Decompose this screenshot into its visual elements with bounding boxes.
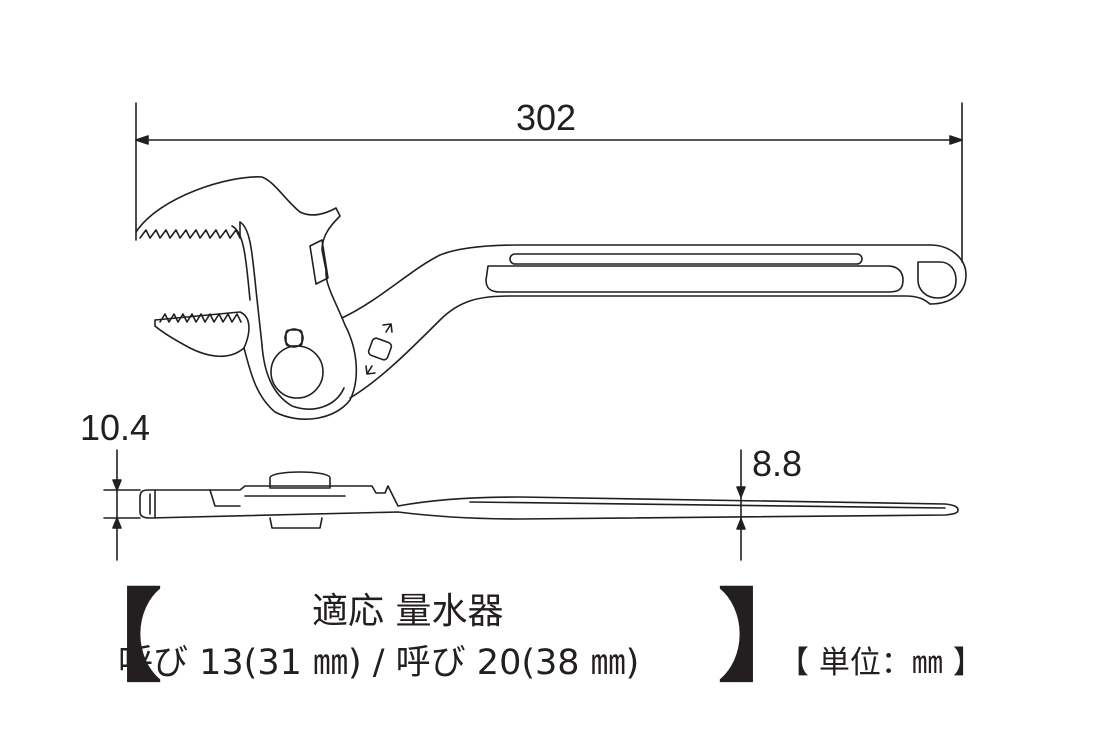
unit-note: 【 単位：㎜ 】 — [778, 645, 984, 681]
direction-arrows-icon — [365, 323, 393, 375]
upper-jaw — [135, 176, 341, 271]
jaw-body — [243, 269, 358, 420]
upper-jaw-teeth — [139, 221, 241, 239]
caption-bracket-open: 【 — [62, 579, 162, 696]
lower-jaw — [154, 311, 250, 358]
handle-neck — [341, 244, 931, 319]
hang-hole — [917, 261, 957, 299]
thickness-right-dimension — [736, 449, 746, 561]
handle-body — [929, 244, 967, 305]
caption-title: 適応 量水器 — [312, 591, 504, 632]
lower-jaw-teeth — [159, 313, 242, 323]
wrench-side-view — [139, 471, 959, 529]
jaw-latch — [309, 239, 329, 285]
adjusting-nut — [270, 345, 324, 399]
thickness-left-dimension — [103, 449, 141, 561]
length-dimension — [135, 102, 963, 263]
caption-sizes: 呼び 13(31 ㎜) / 呼び 20(38 ㎜) — [118, 643, 640, 683]
caption-bracket-close: 】 — [718, 579, 818, 696]
thickness-left-label: 10.4 — [80, 407, 151, 448]
wrench-top-view — [135, 176, 967, 420]
length-label: 302 — [516, 97, 577, 138]
thickness-right-label: 8.8 — [752, 443, 803, 484]
